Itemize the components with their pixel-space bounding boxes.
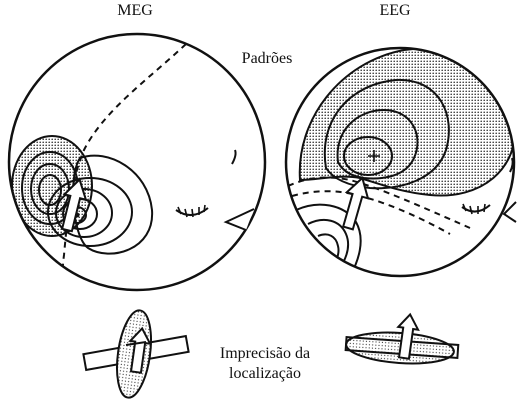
nose-icon (226, 209, 254, 230)
eeg-label: EEG (355, 2, 435, 20)
imprecision-label-line1: Imprecisão da (200, 345, 330, 363)
closed-eye-icon (462, 204, 490, 214)
closed-eye-icon (176, 205, 208, 217)
meg-localization-imprecision (83, 308, 188, 400)
arrow-icon (337, 175, 372, 231)
eyebrow-icon (510, 158, 513, 172)
meg-head (9, 34, 265, 295)
meg-label: MEG (95, 2, 175, 20)
eeg-head (286, 48, 516, 276)
imprecision-label-line2: localização (200, 365, 330, 383)
eeg-localization-imprecision (345, 313, 458, 367)
patterns-label: Padrões (222, 50, 312, 68)
eeg-zero-line (292, 191, 450, 234)
eyebrow-icon (232, 150, 236, 164)
eeg-negative-contour (308, 220, 348, 272)
